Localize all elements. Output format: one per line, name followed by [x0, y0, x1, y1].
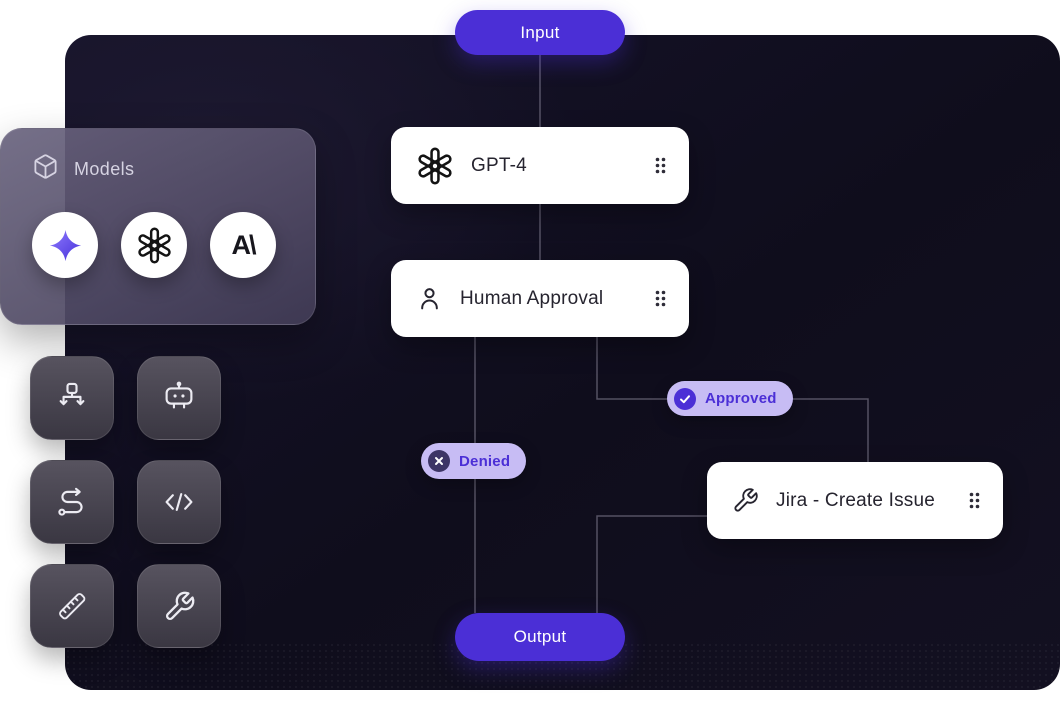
- wrench-tool-button[interactable]: [137, 564, 221, 648]
- denied-badge: Denied: [421, 443, 527, 479]
- person-icon: [416, 285, 443, 312]
- bot-tool-button[interactable]: [137, 356, 221, 440]
- output-node[interactable]: Output: [455, 613, 625, 661]
- anthropic-glyph: A\: [231, 229, 257, 260]
- node-jira-create-issue[interactable]: Jira - Create Issue: [707, 462, 1003, 539]
- branch-tool-button[interactable]: [30, 356, 114, 440]
- wrench-icon: [163, 590, 196, 623]
- openai-model-icon[interactable]: [121, 212, 187, 278]
- models-header: Models: [32, 153, 315, 185]
- wrench-icon: [732, 487, 759, 514]
- code-icon: [161, 484, 197, 520]
- route-icon: [54, 484, 90, 520]
- drag-handle-icon[interactable]: [654, 156, 667, 175]
- node-human-approval[interactable]: Human Approval: [391, 260, 689, 337]
- models-panel-title: Models: [74, 158, 135, 179]
- node-human-approval-label: Human Approval: [460, 287, 604, 309]
- gemini-model-icon[interactable]: [32, 212, 98, 278]
- drag-handle-icon[interactable]: [968, 491, 981, 510]
- output-label: Output: [513, 627, 567, 646]
- node-gpt4-label: GPT-4: [471, 154, 527, 176]
- input-label: Input: [520, 22, 560, 42]
- models-row: A\: [32, 212, 315, 278]
- input-node[interactable]: Input: [455, 10, 625, 55]
- ruler-tool-button[interactable]: [30, 564, 114, 648]
- denied-label: Denied: [459, 452, 511, 470]
- approved-badge: Approved: [667, 381, 793, 416]
- approved-label: Approved: [705, 390, 777, 407]
- models-panel: Models: [0, 128, 316, 325]
- cube-icon: [32, 153, 59, 185]
- bot-icon: [161, 380, 197, 416]
- openai-icon: [416, 147, 454, 185]
- node-gpt4[interactable]: GPT-4: [391, 127, 689, 204]
- check-icon: [674, 387, 696, 410]
- drag-handle-icon[interactable]: [654, 289, 667, 308]
- route-tool-button[interactable]: [30, 460, 114, 544]
- code-tool-button[interactable]: [137, 460, 221, 544]
- x-icon: [428, 450, 450, 472]
- node-jira-create-issue-label: Jira - Create Issue: [776, 489, 936, 511]
- ruler-icon: [54, 588, 90, 624]
- anthropic-model-icon[interactable]: A\: [210, 212, 276, 278]
- branch-icon: [54, 380, 90, 416]
